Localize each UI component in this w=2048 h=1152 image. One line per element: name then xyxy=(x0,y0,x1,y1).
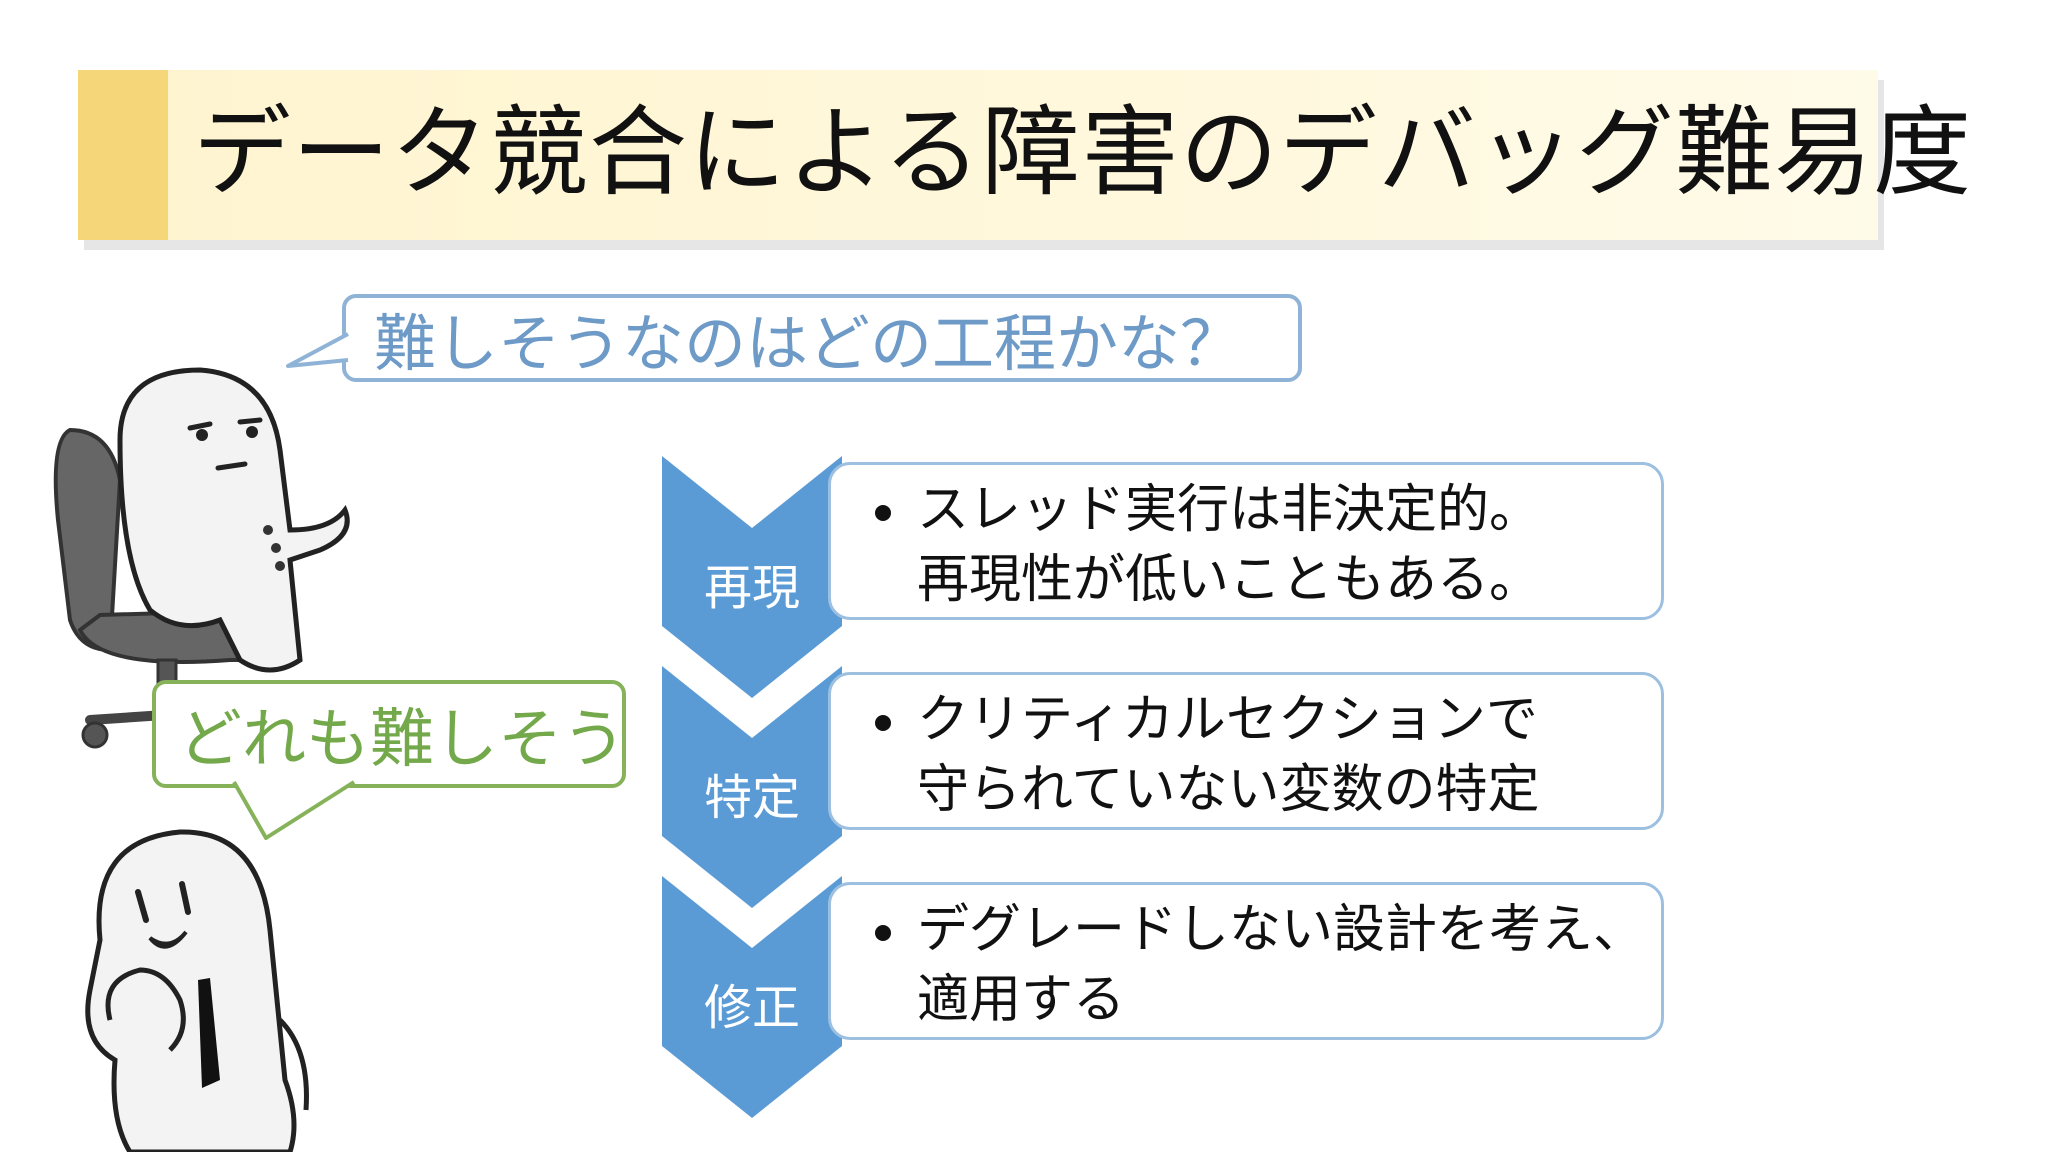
question-text: 難しそうなのはどの工程かな？ xyxy=(374,307,1243,380)
bullet-dot xyxy=(875,925,891,941)
slide-title: データ競合による障害のデバッグ難易度 xyxy=(193,96,1973,210)
answer-bubble-tail xyxy=(232,780,356,840)
question-speech-bubble: 難しそうなのはどの工程かな？ xyxy=(342,294,1302,382)
step-card-reproduce: スレッド実行は非決定的。 再現性が低いこともある。 xyxy=(828,462,1664,620)
process-chevrons xyxy=(662,456,842,1118)
step-card-line: 守られていない変数の特定 xyxy=(917,760,1540,820)
step-card-line: スレッド実行は非決定的。 xyxy=(917,480,1542,540)
title-banner: データ競合による障害のデバッグ難易度 xyxy=(78,70,1971,240)
bullet-dot xyxy=(875,505,891,521)
character-thumbs-up-illustration xyxy=(85,829,309,1152)
chevron-step-1 xyxy=(662,456,842,698)
step-card-line: 再現性が低いこともある。 xyxy=(917,550,1542,610)
step-card-fix: デグレードしない設計を考え、 適用する xyxy=(828,882,1664,1040)
step-card-line: 適用する xyxy=(917,970,1126,1030)
chevron-step-3 xyxy=(662,876,842,1118)
answer-speech-bubble: どれも難しそう xyxy=(152,680,626,788)
title-accent-bar xyxy=(78,70,168,240)
question-bubble-tail xyxy=(286,332,349,368)
answer-text: どれも難しそう xyxy=(178,703,626,777)
step-label-identify: 特定 xyxy=(703,770,800,826)
step-card-identify: クリティカルセクションで 守られていない変数の特定 xyxy=(828,672,1664,830)
bullet-dot xyxy=(875,715,891,731)
chevron-step-2 xyxy=(662,666,842,908)
step-label-reproduce: 再現 xyxy=(703,560,800,616)
step-card-line: デグレードしない設計を考え、 xyxy=(917,900,1646,960)
step-card-line: クリティカルセクションで xyxy=(917,690,1538,750)
step-label-fix: 修正 xyxy=(703,980,800,1036)
